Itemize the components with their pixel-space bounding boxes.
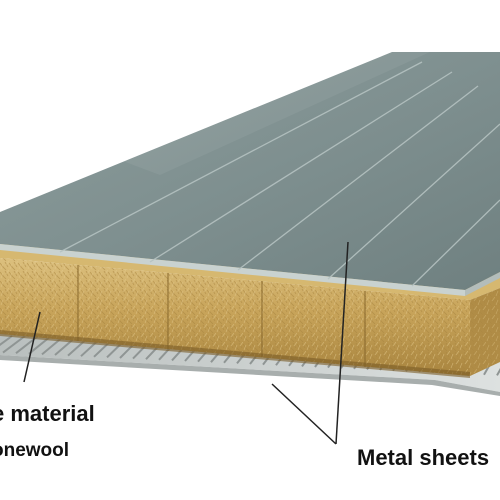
bottom-sheet-leader-line: [271, 383, 337, 445]
bottom-sheet-rib: [0, 335, 13, 346]
leader-lines: [23, 241, 349, 445]
core-leader-line: [23, 311, 41, 383]
top-metal-sheet: [0, 52, 500, 296]
top-sheet-leader-line: [335, 241, 349, 445]
stonewool-label: onewool: [0, 440, 70, 461]
metal-sheets-label: Metal sheets: [357, 445, 490, 470]
core-material-label: e material: [0, 401, 95, 426]
bottom-sheet-rib: [2, 335, 26, 354]
